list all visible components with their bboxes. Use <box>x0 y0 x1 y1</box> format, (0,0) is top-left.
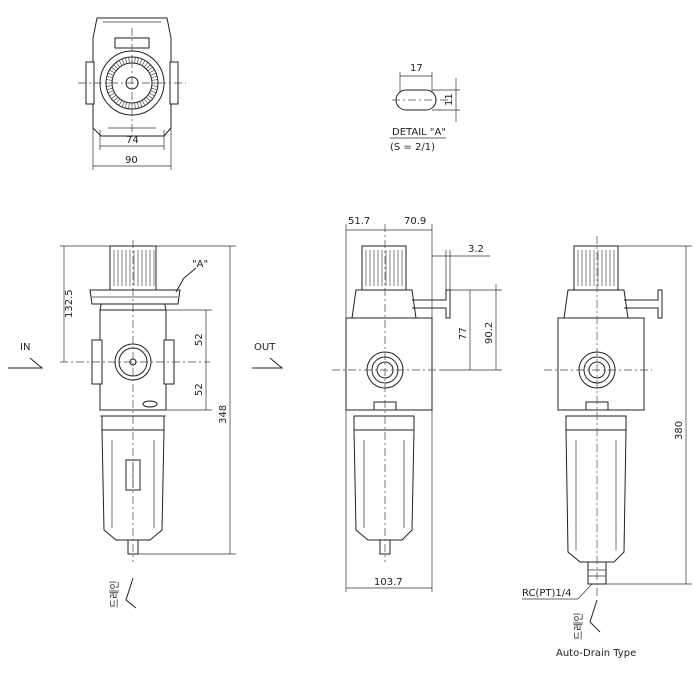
out-label: OUT <box>254 342 276 353</box>
side-knurl <box>365 250 403 286</box>
knurl-tick <box>124 102 128 109</box>
dim-51-7: 51.7 <box>348 216 370 227</box>
drain-arrow-front <box>125 577 137 609</box>
knurl-tick <box>150 90 157 94</box>
knurl-tick <box>109 92 115 97</box>
knurl-tick <box>121 58 125 65</box>
knurl-tick <box>107 72 114 76</box>
side-bracket <box>412 289 451 319</box>
auto-bowl <box>565 429 627 563</box>
knurl-tick <box>139 101 143 108</box>
side-view: 51.7 70.9 3.2 77 90.2 103.7 <box>332 216 502 592</box>
knurl-tick <box>149 69 155 74</box>
knurl-tick <box>141 100 146 106</box>
knurl-tick <box>134 102 136 109</box>
callout-a: "A" <box>192 259 208 270</box>
front-knurl <box>113 250 155 286</box>
in-arrow <box>8 357 44 369</box>
knurl-tick <box>107 90 114 94</box>
dim-52-lower: 52 <box>194 383 205 396</box>
knurl-tick <box>109 69 115 74</box>
dim-70-9: 70.9 <box>404 216 426 227</box>
front-logo <box>142 400 158 408</box>
knurl-tick <box>106 87 113 91</box>
knurl-tick <box>136 102 140 109</box>
dim-77: 77 <box>458 327 469 340</box>
dim-74: 74 <box>126 135 139 146</box>
knurl-tick <box>141 60 146 66</box>
knurl-tick <box>143 98 149 104</box>
knurl-tick <box>118 60 123 66</box>
knurl-tick <box>134 57 136 64</box>
dim-90: 90 <box>125 155 138 166</box>
side-bowl <box>353 429 415 541</box>
knurl-tick <box>128 57 130 64</box>
knurl-tick <box>121 101 125 108</box>
knurl-tick <box>115 98 121 104</box>
dim-348: 348 <box>218 405 229 424</box>
auto-knob <box>573 245 619 291</box>
dim-90-2: 90.2 <box>484 322 495 344</box>
auto-bowl-ring <box>565 415 627 431</box>
dim-52-upper: 52 <box>194 333 205 346</box>
knurl-tick <box>136 57 140 64</box>
dim-17: 17 <box>410 63 423 74</box>
knurl-tick <box>113 64 119 70</box>
out-arrow <box>252 357 284 369</box>
side-knob <box>361 245 407 291</box>
knurl-tick <box>149 92 155 97</box>
knurl-tick <box>106 79 113 81</box>
knurl-tick <box>139 58 143 65</box>
knurl-tick <box>151 75 158 79</box>
top-view: 74 90 <box>78 17 186 170</box>
in-label: IN <box>20 342 30 353</box>
auto-bracket <box>624 289 663 319</box>
knurl-tick <box>145 64 151 70</box>
knurl-tick <box>106 75 113 79</box>
detail-scale: (S = 2/1) <box>390 142 435 153</box>
auto-knurl <box>577 250 615 286</box>
knurl-tick <box>118 100 123 106</box>
dim-103-7: 103.7 <box>374 577 403 588</box>
knurl-tick <box>111 94 117 100</box>
knurl-tick <box>106 85 113 87</box>
knurl-tick <box>111 66 117 72</box>
dim-132-5: 132.5 <box>64 289 75 318</box>
knurl-tick <box>128 102 130 109</box>
knurl-tick <box>151 87 158 91</box>
auto-drain-type-label: Auto-Drain Type <box>556 648 636 659</box>
detail-title: DETAIL "A" <box>392 127 446 138</box>
knurl-tick <box>151 85 158 87</box>
dim-380: 380 <box>674 421 685 440</box>
knurl-tick <box>145 96 151 102</box>
drain-label-auto: 드레인 <box>573 612 585 640</box>
knurl-tick <box>147 66 153 72</box>
drain-arrow-auto <box>589 599 601 633</box>
side-bowl-ring <box>353 415 415 431</box>
knurl-tick <box>143 62 149 68</box>
callout-leader <box>175 277 185 293</box>
dim-11: 11 <box>444 93 455 106</box>
drain-label-front: 드레인 <box>109 580 121 608</box>
dim-3-2: 3.2 <box>468 244 484 255</box>
thread-label: RC(PT)1/4 <box>522 588 571 599</box>
auto-drain-view: 380 RC(PT)1/4 드레인 Auto-Drain Type <box>522 236 692 659</box>
knurl-tick <box>147 94 153 100</box>
knurl-tick <box>151 79 158 81</box>
knurl-tick <box>124 57 128 64</box>
detail-a: 17 11 DETAIL "A" (S = 2/1) <box>390 63 460 153</box>
front-view: "A" IN OUT 132.5 52 52 348 <box>8 240 284 609</box>
knurl-tick <box>150 72 157 76</box>
knurl-tick <box>113 96 119 102</box>
knurl-tick <box>115 62 121 68</box>
